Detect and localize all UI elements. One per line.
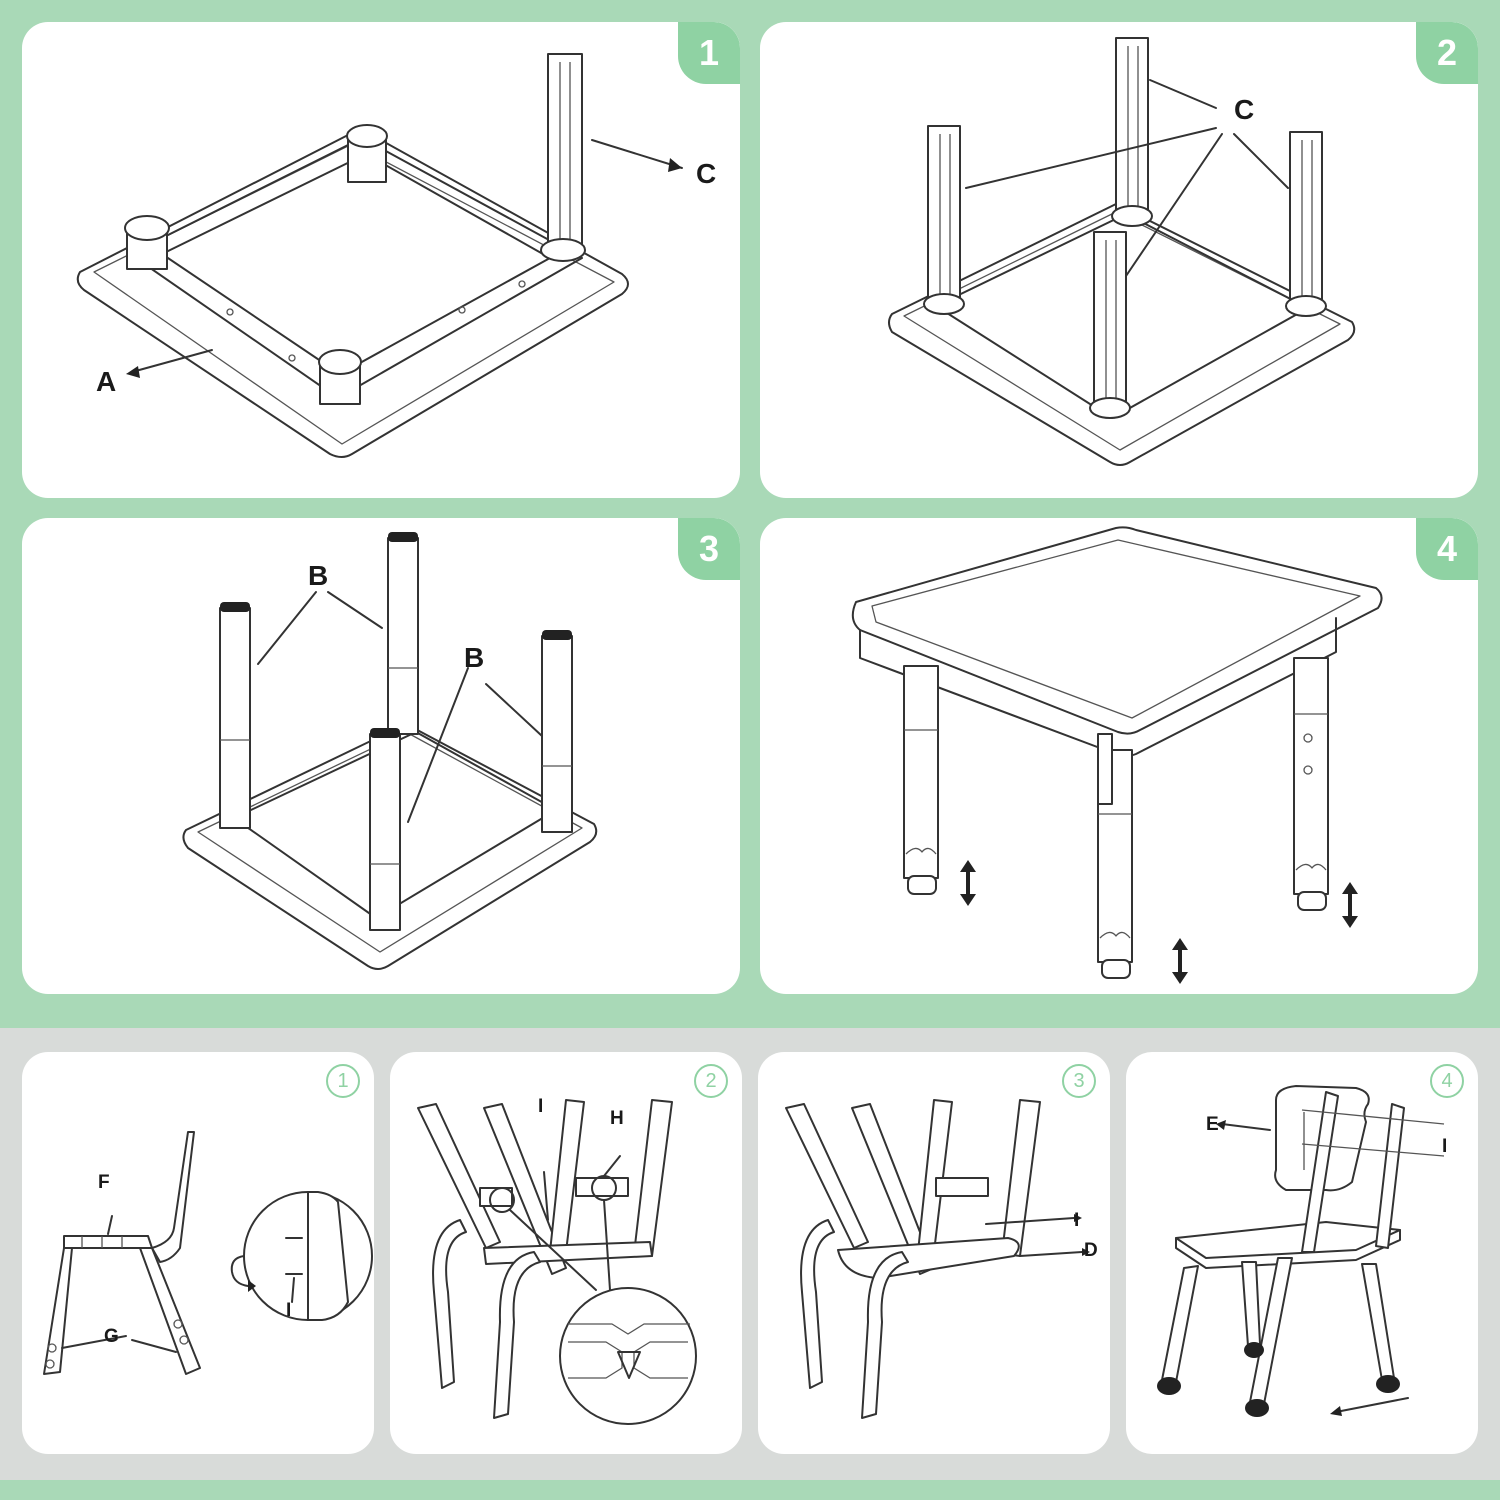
step-badge: 3 [1062, 1064, 1096, 1098]
chair-step-4-panel: E I 4 [1126, 1052, 1478, 1454]
chair-leg-and-seat-frame-drawing [43, 1131, 373, 1375]
adjust-arrow-icon [1342, 882, 1358, 928]
assembled-chair-backrest-drawing [1157, 1085, 1445, 1417]
chair-seat-install-drawing [785, 1099, 1090, 1419]
step-badge: 4 [1430, 1064, 1464, 1098]
label-h: H [610, 1108, 624, 1129]
rotate-arrow-icon [230, 1255, 256, 1292]
step-badge: 4 [1416, 518, 1478, 580]
chair-step-2-panel: I H 2 [390, 1052, 742, 1454]
step-badge: 2 [1416, 22, 1478, 84]
step-badge: 1 [326, 1064, 360, 1098]
assembled-adjustable-table-drawing [851, 526, 1383, 979]
label-i: I [538, 1096, 544, 1117]
step-badge: 2 [694, 1064, 728, 1098]
table-with-leg-extensions-drawing [182, 532, 598, 970]
step-badge: 3 [678, 518, 740, 580]
table-step-2-panel: C 2 [760, 22, 1478, 498]
bottom-strip [0, 1480, 1500, 1500]
label-f: F [98, 1172, 110, 1193]
label-c: C [696, 158, 717, 189]
chair-step-1-panel: F G I 1 [22, 1052, 374, 1454]
label-b: B [308, 560, 329, 591]
table-step-1-panel: A C 1 [22, 22, 740, 498]
table-step-4-panel: 4 [760, 518, 1478, 994]
label-i: I [286, 1300, 292, 1321]
table-with-four-legs-drawing [888, 37, 1356, 466]
table-step-3-panel: B B 3 [22, 518, 740, 994]
label-g: G [104, 1326, 119, 1347]
step-badge: 1 [678, 22, 740, 84]
adjust-arrow-icon [960, 860, 976, 906]
label-e: E [1206, 1114, 1219, 1135]
chair-step-3-panel: I D 3 [758, 1052, 1110, 1454]
label-a: A [96, 366, 117, 397]
adjust-arrow-icon [1172, 938, 1188, 984]
label-c: C [1234, 94, 1255, 125]
label-i: I [1074, 1210, 1080, 1231]
table-frame-with-leg-drawing [76, 53, 683, 458]
label-b: B [464, 642, 485, 673]
chair-frame-crossbar-drawing [417, 1099, 697, 1425]
label-i: I [1442, 1136, 1448, 1157]
label-d: D [1084, 1240, 1098, 1261]
